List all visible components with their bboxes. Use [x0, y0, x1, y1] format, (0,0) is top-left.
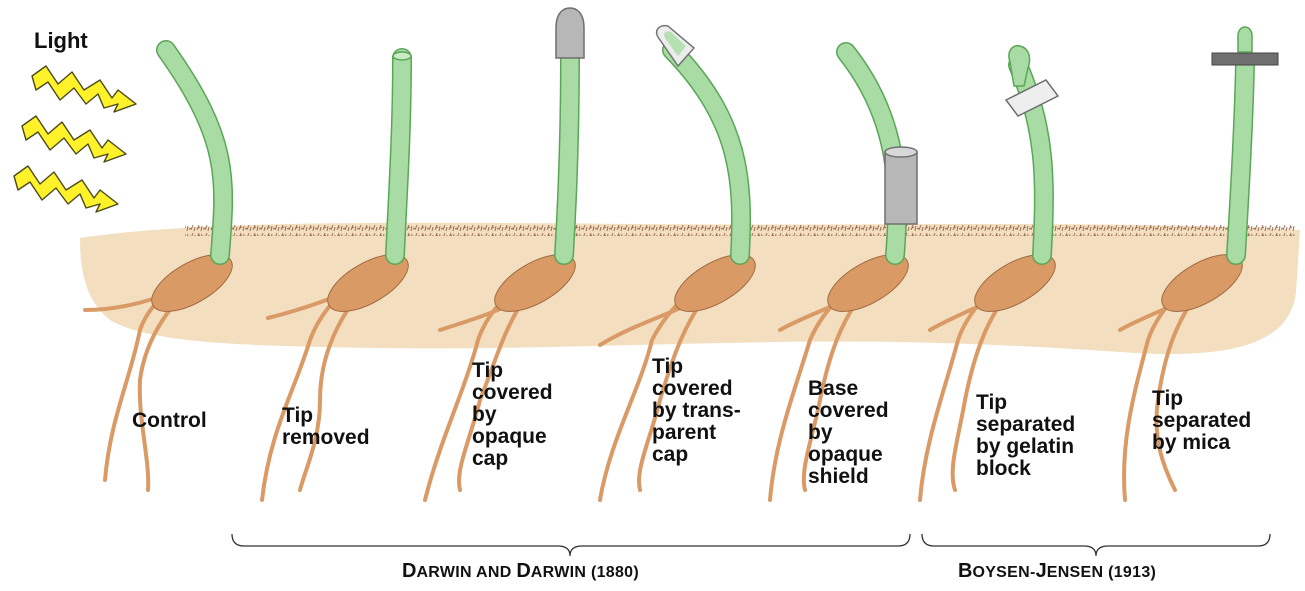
- light-label: Light: [34, 30, 88, 52]
- light-arrows: [14, 66, 136, 212]
- braces: [232, 534, 1270, 556]
- brace-darwin: [232, 534, 910, 556]
- label-control: Control: [132, 410, 207, 432]
- credit-text: ENSEN: [1047, 564, 1104, 581]
- label-mica: Tip separated by mica: [1152, 388, 1251, 454]
- cut-tip-surface: [393, 52, 411, 60]
- credit-initial: J: [1036, 560, 1047, 582]
- mica-sheet: [1212, 27, 1278, 65]
- light-arrow-icon: [32, 66, 136, 112]
- opaque-shield: [885, 147, 917, 224]
- credit-initial: B: [958, 560, 972, 582]
- label-base-covered: Base covered by opaque shield: [808, 378, 889, 488]
- coleoptile-opaque-cap: [564, 55, 570, 255]
- credit-darwin-and-darwin: DARWIN AND DARWIN (1880): [402, 560, 639, 583]
- light-arrow-icon: [14, 166, 118, 212]
- label-opaque-cap: Tip covered by opaque cap: [472, 360, 553, 470]
- credit-text: ARWIN AND: [416, 564, 516, 581]
- credit-year: (1880): [586, 564, 639, 581]
- coleoptile-mica: [1236, 62, 1245, 255]
- label-transparent-cap: Tip covered by trans- parent cap: [652, 356, 741, 466]
- credit-initial: D: [516, 560, 530, 582]
- opaque-cap: [556, 8, 584, 58]
- label-tip-removed: Tip removed: [282, 405, 370, 449]
- credit-text: OYSEN-: [972, 564, 1035, 581]
- credit-initial: D: [402, 560, 416, 582]
- credit-boysen-jensen: BOYSEN-JENSEN (1913): [958, 560, 1156, 583]
- coleoptile-tip-removed: [395, 58, 402, 255]
- label-gelatin: Tip separated by gelatin block: [976, 392, 1075, 480]
- credit-text: ARWIN: [531, 564, 586, 581]
- light-arrow-icon: [22, 116, 126, 162]
- brace-boysen-jensen: [922, 534, 1270, 556]
- credit-year: (1913): [1103, 564, 1156, 581]
